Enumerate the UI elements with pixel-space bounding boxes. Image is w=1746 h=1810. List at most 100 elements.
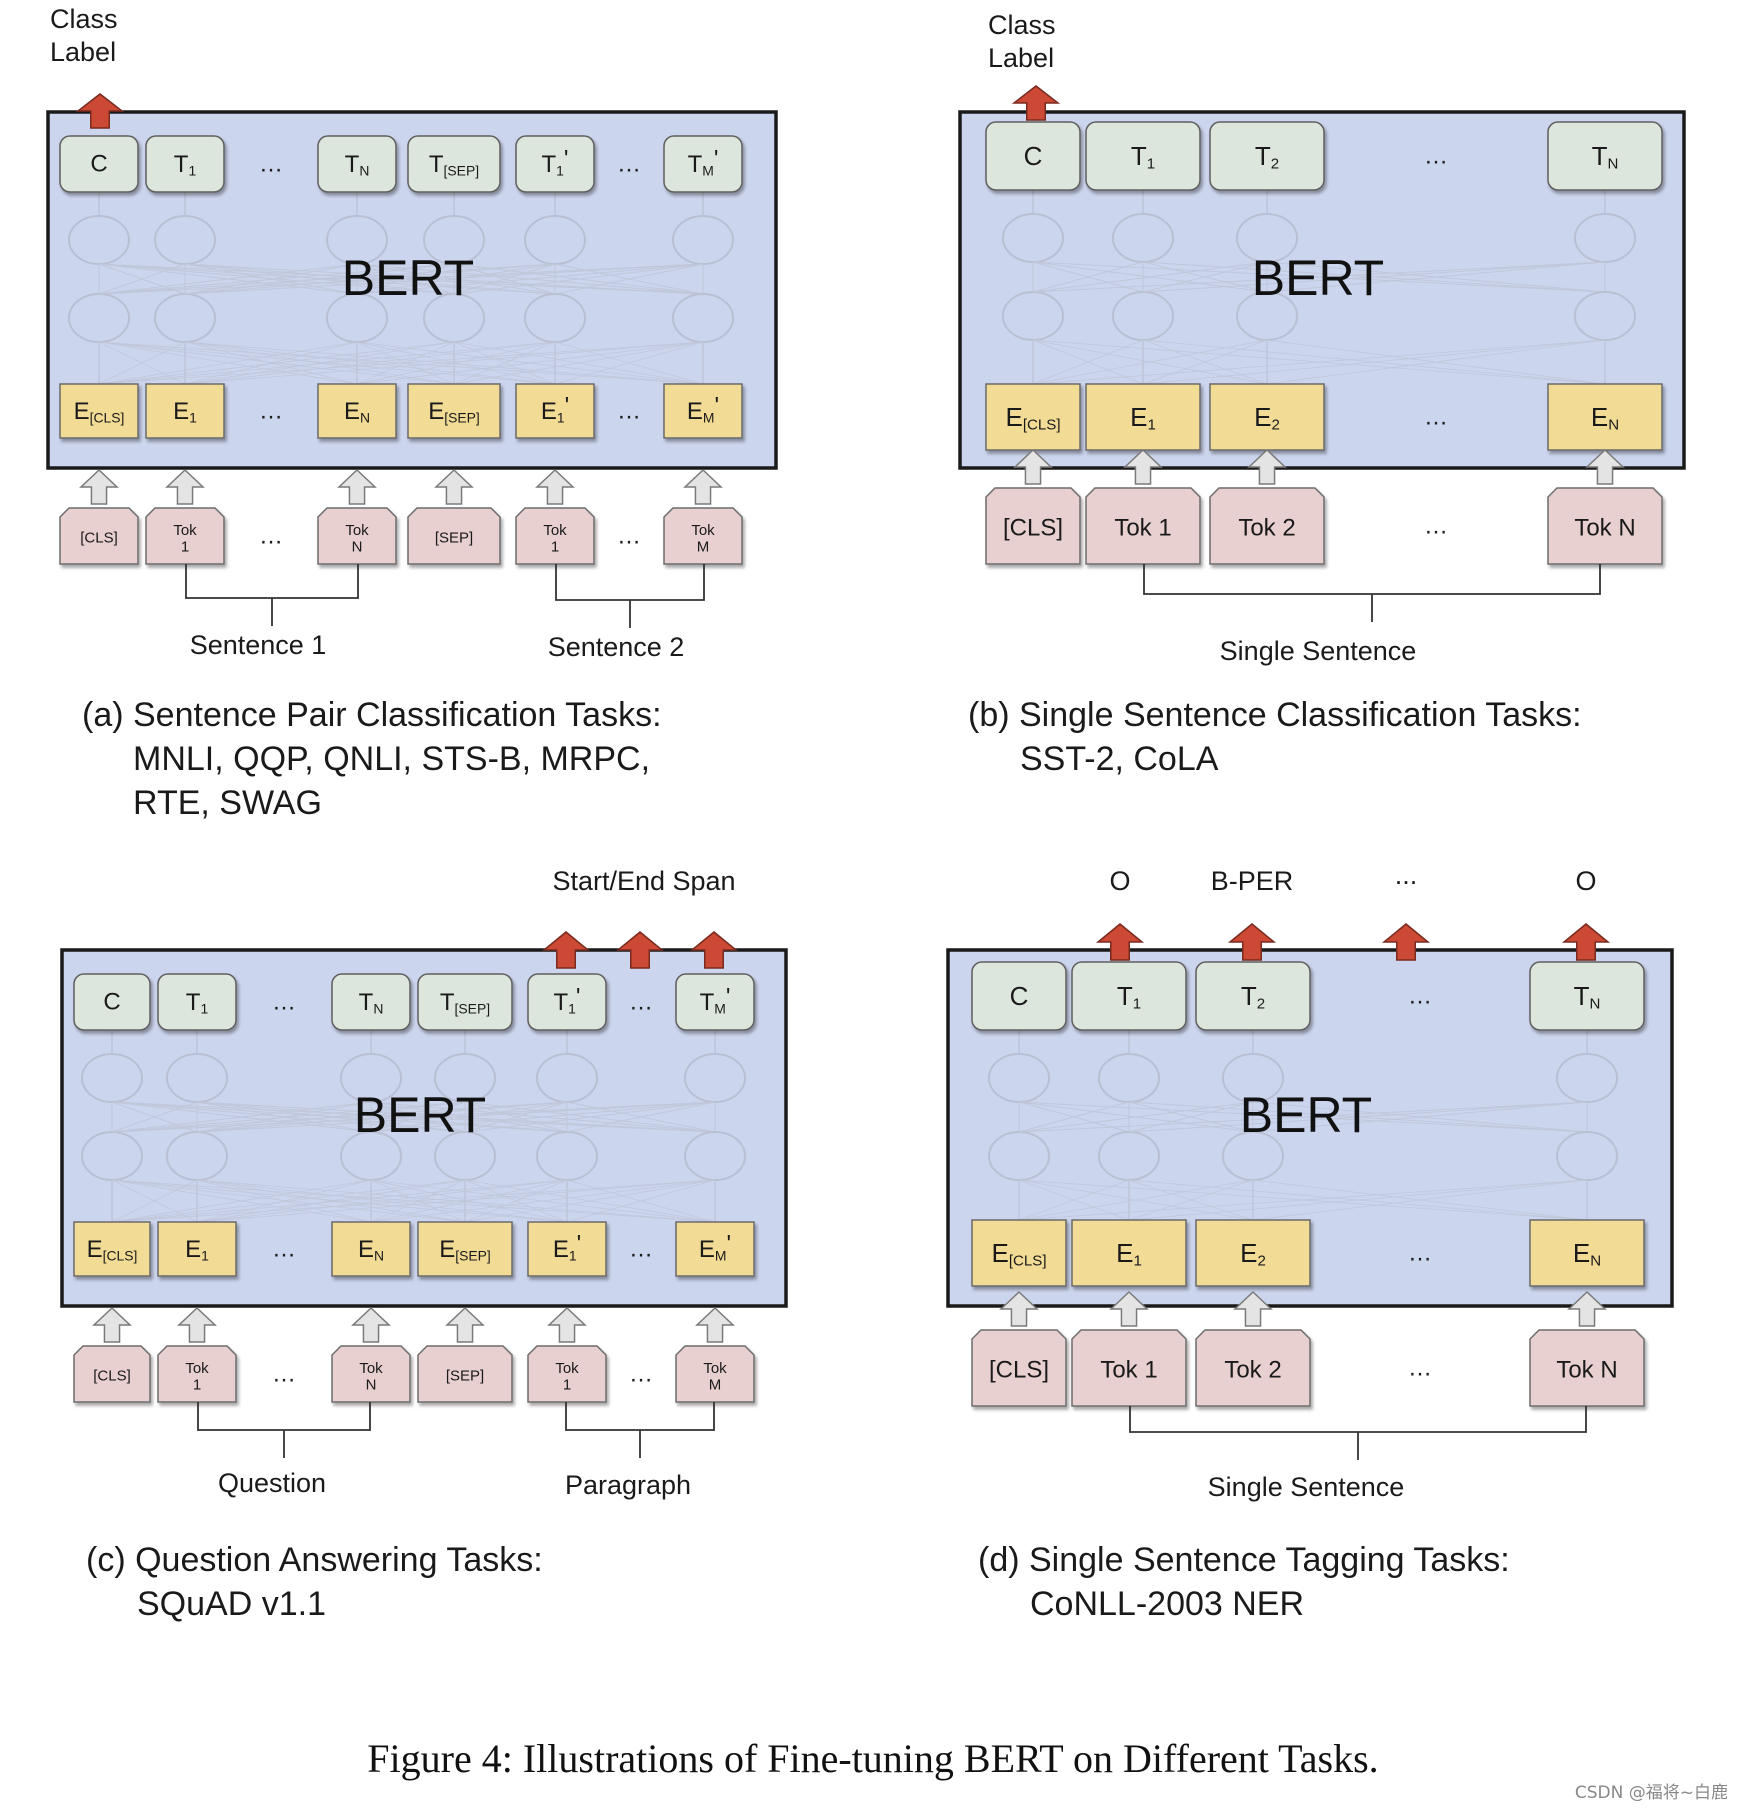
node-link bbox=[1032, 261, 1268, 293]
token-ellipsis: … bbox=[259, 523, 283, 550]
node-link bbox=[554, 263, 704, 295]
bert-label: BERT bbox=[342, 250, 474, 306]
token-box bbox=[331, 1345, 411, 1403]
token-box bbox=[59, 507, 139, 565]
hidden-node bbox=[1098, 1131, 1160, 1181]
embedding-box bbox=[73, 1221, 151, 1277]
tag-label: ... bbox=[1395, 860, 1418, 890]
node-link bbox=[1032, 339, 1606, 385]
output-box bbox=[1195, 961, 1311, 1031]
panel-caption: CoNLL-2003 NER bbox=[1030, 1585, 1304, 1623]
token-box bbox=[1529, 1329, 1645, 1407]
node-link bbox=[1018, 1101, 1588, 1133]
tag-label: B-PER bbox=[1211, 866, 1294, 896]
token-box bbox=[971, 1329, 1067, 1407]
output-box bbox=[527, 973, 607, 1031]
embedding-label: E1' bbox=[553, 1230, 581, 1264]
node-link bbox=[111, 1101, 198, 1133]
embedding-label: E1 bbox=[1116, 1238, 1142, 1269]
embedding-box bbox=[1547, 383, 1663, 451]
node-link bbox=[98, 341, 455, 385]
node-link bbox=[196, 1179, 372, 1223]
output-label: TN bbox=[359, 989, 384, 1017]
hidden-node bbox=[536, 1131, 598, 1181]
node-link bbox=[356, 263, 455, 295]
hidden-node bbox=[1098, 1053, 1160, 1103]
token-box bbox=[1071, 1329, 1187, 1407]
node-link bbox=[370, 1179, 568, 1223]
node-link bbox=[1128, 1179, 1254, 1221]
node-link bbox=[196, 1101, 372, 1133]
node-link bbox=[1032, 339, 1606, 385]
tag-label: O bbox=[1109, 866, 1130, 896]
token-label: [CLS] bbox=[1003, 515, 1063, 542]
tag-arrow bbox=[1561, 923, 1611, 961]
node-link bbox=[196, 1101, 716, 1133]
output-box bbox=[1071, 961, 1187, 1031]
token-ellipsis: … bbox=[1408, 1355, 1432, 1382]
node-link bbox=[111, 1179, 372, 1223]
input-arrow bbox=[434, 468, 474, 505]
node-link bbox=[1018, 1101, 1588, 1133]
node-link bbox=[184, 263, 358, 295]
embedding-label: E1' bbox=[541, 392, 569, 426]
node-link bbox=[1032, 339, 1268, 385]
node-link bbox=[98, 263, 186, 295]
node-link bbox=[370, 1101, 568, 1133]
node-link bbox=[1266, 339, 1606, 385]
node-link bbox=[464, 1101, 568, 1133]
panel-caption: (b) Single Sentence Classification Tasks… bbox=[968, 696, 1582, 734]
span-arrow bbox=[689, 931, 739, 969]
output-ellipsis: … bbox=[259, 151, 283, 178]
output-box bbox=[985, 121, 1081, 191]
node-link bbox=[196, 1179, 372, 1223]
node-link bbox=[196, 1101, 568, 1133]
token-ellipsis: … bbox=[617, 523, 641, 550]
output-label: T[SEP] bbox=[429, 151, 479, 179]
node-link bbox=[370, 1179, 568, 1223]
input-arrow bbox=[92, 1306, 132, 1343]
node-link bbox=[184, 263, 455, 295]
embedding-ellipsis: … bbox=[272, 1236, 296, 1263]
panel-caption: (a) Sentence Pair Classification Tasks: bbox=[82, 696, 662, 734]
output-label: TN bbox=[1574, 981, 1601, 1012]
node-link bbox=[1142, 261, 1606, 293]
panel-caption: MNLI, QQP, QNLI, STS-B, MRPC, bbox=[133, 740, 650, 778]
node-link bbox=[111, 1179, 568, 1223]
node-link bbox=[1032, 339, 1268, 385]
transformer-layers bbox=[988, 1030, 1618, 1221]
output-label: T2 bbox=[1255, 141, 1279, 172]
node-link bbox=[196, 1101, 466, 1133]
node-link bbox=[98, 263, 455, 295]
group-bracket bbox=[197, 1402, 371, 1431]
node-link bbox=[1252, 1101, 1588, 1133]
node-link bbox=[1018, 1179, 1254, 1221]
embedding-label: EN bbox=[1591, 402, 1619, 433]
bert-label: BERT bbox=[1240, 1087, 1372, 1143]
embedding-box bbox=[1195, 1219, 1311, 1287]
node-link bbox=[98, 341, 455, 385]
hidden-node bbox=[81, 1053, 143, 1103]
hidden-node bbox=[434, 1053, 496, 1103]
hidden-node bbox=[154, 215, 216, 265]
node-link bbox=[370, 1101, 466, 1133]
group-label: Single Sentence bbox=[1208, 1472, 1405, 1502]
node-link bbox=[370, 1101, 716, 1133]
hidden-node bbox=[434, 1131, 496, 1181]
input-arrow bbox=[1123, 448, 1163, 485]
span-label: Start/End Span bbox=[552, 866, 735, 896]
node-link bbox=[356, 341, 455, 385]
node-link bbox=[566, 1179, 716, 1223]
node-link bbox=[196, 1179, 568, 1223]
input-arrow bbox=[1013, 448, 1053, 485]
node-link bbox=[1032, 339, 1144, 385]
node-link bbox=[98, 263, 704, 295]
embedding-label: EN bbox=[344, 398, 370, 426]
hidden-node bbox=[1236, 213, 1298, 263]
